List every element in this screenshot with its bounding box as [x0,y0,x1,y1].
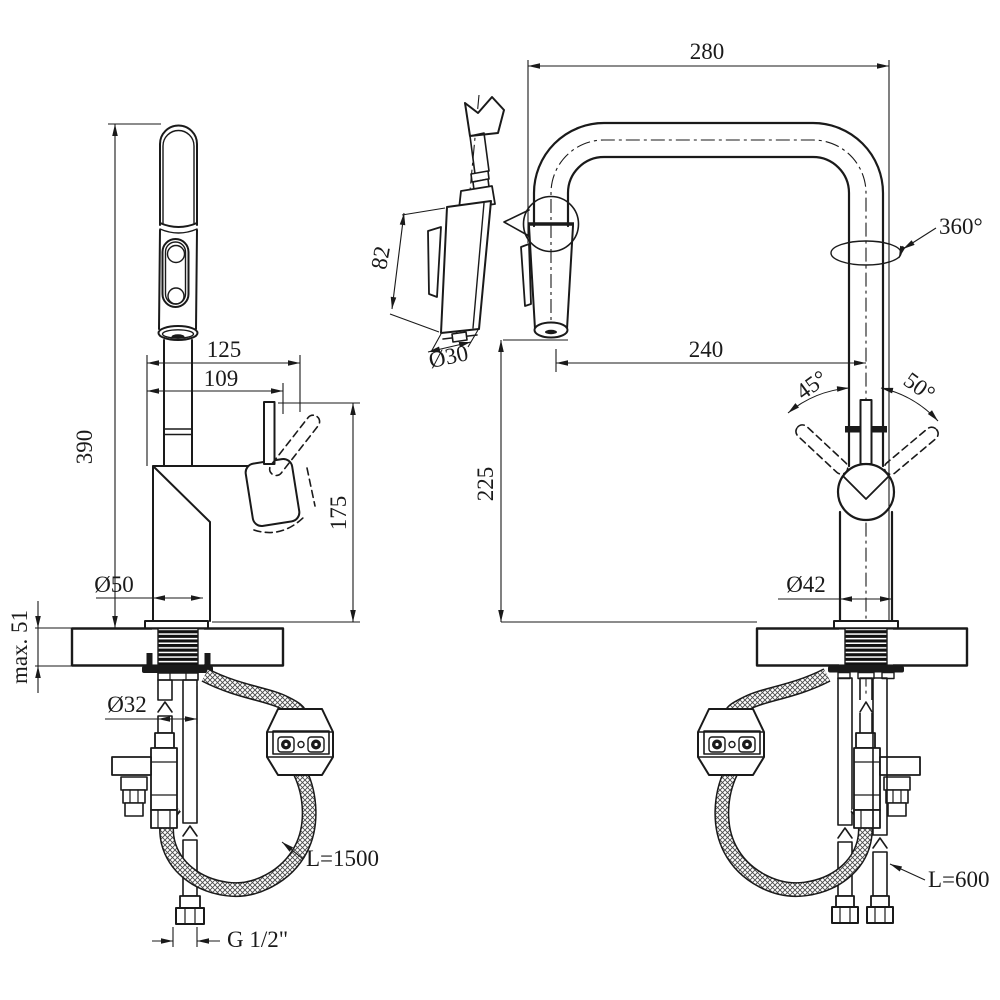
hose-nut [175,907,205,925]
hose-weight [266,708,334,776]
mounting-washer [142,666,213,673]
valve-side-arm-front [879,756,921,776]
spray-head-body [440,200,492,334]
lever-45-position [795,424,849,475]
hose-end [179,895,201,909]
dim-base-diameter: Ø50 [94,572,134,597]
dim-swivel-angle: 360° [939,214,983,239]
centerline [550,139,867,695]
dimensions-side-view: 390 max. 51 125 109 175 Ø50 Ø32 L=1500 G… [7,123,379,952]
hose-break-symbol [872,837,888,849]
counter-section [70,627,285,667]
dim-handle-angle-right: 50° [899,367,940,406]
mounting-nut [157,672,199,681]
spray-clip [427,226,442,298]
pullout-hose [159,668,317,898]
dim-overall-height: 390 [72,430,97,465]
supply-hoses-side [157,679,205,925]
wand-aerator [171,334,185,339]
handle-angle-arc-right [880,387,939,422]
u-spout [532,121,885,468]
pullout-wand [157,124,199,341]
spray-nozzle [451,331,468,343]
hose-weight-front [697,708,765,776]
ball-joint [836,462,896,522]
dim-height-above-deck: 175 [326,496,351,531]
spray-head-detail [427,94,505,343]
braided-hose-segment [469,132,490,175]
wand-button [166,244,186,264]
spout-neck [163,339,193,467]
swivel-indicator [830,240,906,266]
mixer-body [152,401,321,622]
angle-valve [111,732,178,829]
dim-handle-angle-left: 45° [791,365,832,404]
dim-line-head-length [390,212,406,310]
lever-handle [263,401,276,465]
mounting-washer-front [828,666,904,673]
dim-handle-offset: 109 [204,366,239,391]
detail-callout [503,195,580,253]
body-column [836,462,896,623]
dim-connection-thread: G 1/2" [227,927,288,952]
hose-break-symbol [182,825,198,837]
dim-reach-overall: 280 [690,39,725,64]
dim-reach-to-axis: 240 [689,337,724,362]
threaded-shank-front [844,627,888,667]
dim-mounting-hole-diameter: Ø32 [107,692,147,717]
side-view [70,124,334,925]
leader-pullout-hose-length [281,841,304,860]
detail-flag [503,209,530,237]
front-view [503,121,969,924]
cartridge-housing [244,458,301,527]
spray-head-front [520,222,574,339]
dim-head-length: 82 [366,244,395,271]
dim-body-diameter: Ø42 [786,572,826,597]
dim-max-deck-thickness: max. 51 [7,610,32,684]
dim-outlet-height: 225 [473,467,498,502]
lever-alt-position [268,414,321,477]
leader-supply-hose-length [889,863,926,881]
counter-section-front [755,627,969,667]
handle-angle-arc-left [787,386,850,414]
valve-side-arm [111,756,152,776]
aerator [545,329,557,335]
supply-hose-ends-front [831,677,894,924]
dim-pullout-hose-length: L=1500 [306,846,379,871]
mounting-stud [146,653,153,667]
detail-circle [522,195,580,253]
lever-handle-front [859,399,873,465]
threaded-shank [157,627,199,667]
hose-break-symbol [837,827,853,839]
deck-mounting-front [755,620,969,680]
dim-spout-offset: 125 [207,337,242,362]
mounting-stud [204,653,211,667]
hose-break-symbol [157,701,173,713]
dim-line-head-diameter [427,341,472,353]
pullout-hose-front [714,668,873,898]
spray-clip-front [520,243,532,307]
lever-50-position [883,426,939,476]
hose-connector-end [464,96,505,137]
deck-mounting [70,620,285,681]
leader-swivel-angle [902,227,937,250]
dim-head-diameter: Ø30 [426,340,470,373]
dim-supply-hose-length: L=600 [928,867,990,892]
housing-alt-position [253,467,316,534]
